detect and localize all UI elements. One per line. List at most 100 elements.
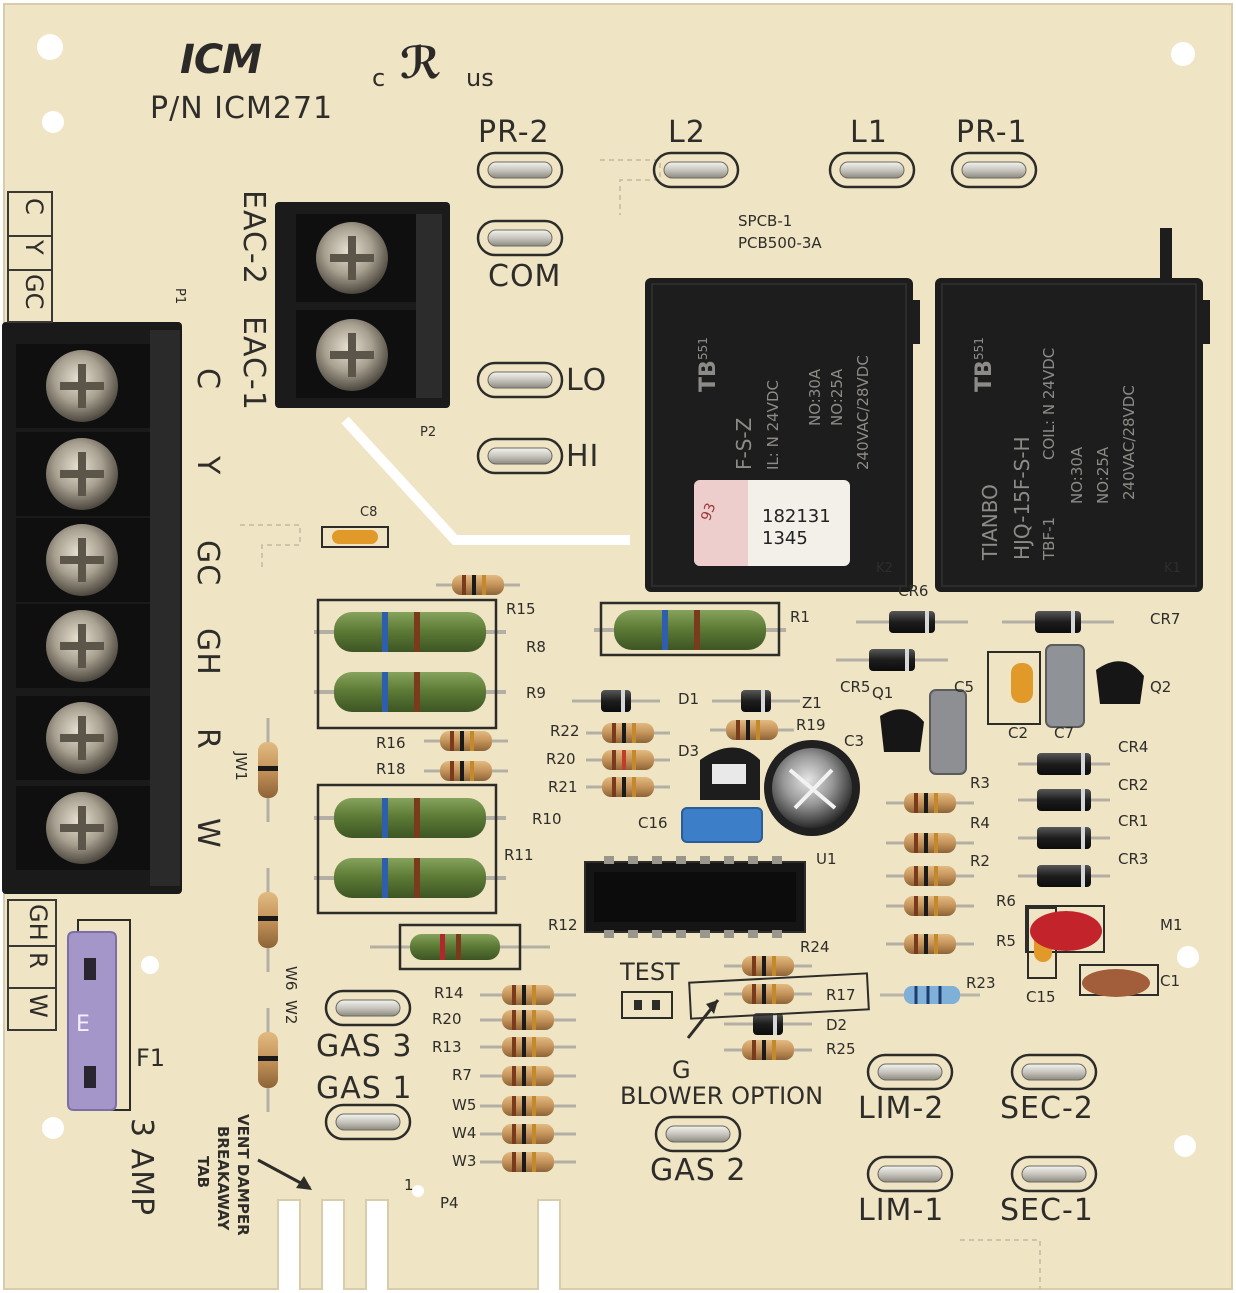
resistor-r1-band — [694, 610, 700, 650]
vent-line-2: BREAKAWAY — [214, 1126, 232, 1231]
resistor-r7-band — [512, 1066, 516, 1086]
ic-pin — [700, 930, 710, 938]
ref-c5: C5 — [954, 678, 975, 696]
resistor-r2-band — [934, 866, 938, 886]
ic-pin — [676, 856, 686, 864]
resistor-r3-band — [924, 793, 928, 813]
resistor-r9 — [334, 672, 486, 712]
label-eac1: EAC-1 — [236, 316, 271, 411]
ref-r22: R22 — [550, 722, 580, 740]
resistor-r21-band — [612, 777, 616, 797]
resistor-r21-band — [622, 777, 626, 797]
resistor-r17-band — [752, 984, 756, 1004]
k2-contact-1: NO:30A — [806, 368, 824, 426]
ref-u1: U1 — [816, 850, 837, 868]
resistor-r2 — [904, 866, 956, 886]
capacitor-c16 — [681, 807, 763, 843]
resistor-r11-band — [414, 858, 420, 898]
vent-line-1: VENT DAMPER — [234, 1114, 252, 1236]
mounting-hole — [1171, 42, 1195, 66]
transistor-c3 — [880, 709, 924, 752]
pcb-id-2: PCB500-3A — [738, 234, 822, 252]
ref-d1: D1 — [678, 690, 700, 708]
diode-cr1-stripe — [1081, 827, 1085, 849]
resistor-r14-band — [522, 985, 526, 1005]
pcb-id-1: SPCB-1 — [738, 212, 793, 230]
resistor-r6-band — [934, 896, 938, 916]
jumper-w2-band — [258, 1056, 278, 1061]
ic-pin — [700, 856, 710, 864]
term-label-gc: GC — [190, 540, 225, 587]
ref-jw1: JW1 — [232, 752, 250, 781]
label-sec1: SEC-1 — [1000, 1193, 1094, 1228]
resistor-r16 — [440, 731, 492, 751]
ref-c8: C8 — [360, 505, 378, 520]
screw-slot — [60, 452, 104, 496]
diode-cr4 — [1037, 753, 1091, 775]
mounting-hole — [412, 1185, 424, 1197]
k2-contact-2: NO:25A — [828, 368, 846, 426]
spade-gas3-outline — [324, 989, 412, 1027]
resistor-r4-band — [914, 833, 918, 853]
spade-gas1 — [335, 1113, 401, 1131]
resistor-r22-band — [632, 723, 636, 743]
label-gas1: GAS 1 — [316, 1071, 413, 1106]
resistor-r4-band — [934, 833, 938, 853]
spade-pr1 — [961, 161, 1027, 179]
ref-cr3: CR3 — [1118, 850, 1149, 868]
resistor-r8 — [334, 612, 486, 652]
resistor-w5-band — [522, 1096, 526, 1116]
ic-pin — [748, 856, 758, 864]
ref-cr7: CR7 — [1150, 610, 1181, 628]
jumper-jw1-band — [258, 766, 278, 771]
label-com: COM — [488, 259, 562, 294]
label-lim1: LIM-1 — [858, 1193, 945, 1228]
resistor-r16-band — [470, 731, 474, 751]
ref-p4: P4 — [440, 1194, 459, 1212]
resistor-r12-band — [456, 934, 461, 960]
ic-pin — [772, 856, 782, 864]
resistor-r16-band — [450, 731, 454, 751]
test-header — [621, 991, 673, 1019]
resistor-r6-band — [914, 896, 918, 916]
resistor-r24-band — [762, 956, 766, 976]
ref-cr2: CR2 — [1118, 776, 1149, 794]
resistor-r18-band — [450, 761, 454, 781]
spade-hi-outline — [476, 437, 564, 475]
k1-contact-2: NO:25A — [1094, 446, 1112, 504]
ic-pin — [724, 856, 734, 864]
diode-cr4-stripe — [1081, 753, 1085, 775]
ref-r19: R19 — [796, 716, 826, 734]
k2-sticker-line1: 182131 — [762, 506, 831, 527]
resistor-r7-band — [532, 1066, 536, 1086]
diode-d1-stripe — [621, 690, 625, 712]
ref-c15: C15 — [1026, 988, 1056, 1006]
k1-number: 551 — [972, 337, 986, 360]
resistor-r16-band — [460, 731, 464, 751]
resistor-r24 — [742, 956, 794, 976]
term-label-y: Y — [190, 456, 225, 476]
edge-label-c: C — [20, 198, 48, 215]
ref-r1: R1 — [790, 608, 810, 626]
diode-cr6-stripe — [925, 611, 929, 633]
label-sec2: SEC-2 — [1000, 1091, 1094, 1126]
term-label-c: C — [190, 368, 225, 390]
label-lim2: LIM-2 — [858, 1091, 945, 1126]
resistor-w5-band — [512, 1096, 516, 1116]
resistor-r3-band — [914, 793, 918, 813]
resistor-r15-band — [482, 575, 486, 595]
term-label-w: W — [190, 818, 225, 849]
resistor-r5-band — [914, 934, 918, 954]
diode-cr7 — [1035, 611, 1081, 633]
ref-r7: R7 — [452, 1066, 472, 1084]
label-p1: P1 — [172, 288, 187, 305]
ic-pin — [652, 930, 662, 938]
label-l2: L2 — [668, 115, 706, 150]
ref-r6: R6 — [996, 892, 1016, 910]
mounting-hole — [1174, 1135, 1196, 1157]
resistor-w4 — [502, 1124, 554, 1144]
resistor-r6 — [904, 896, 956, 916]
ref-cr5: CR5 — [840, 678, 871, 696]
ref-q1: Q1 — [872, 684, 894, 702]
